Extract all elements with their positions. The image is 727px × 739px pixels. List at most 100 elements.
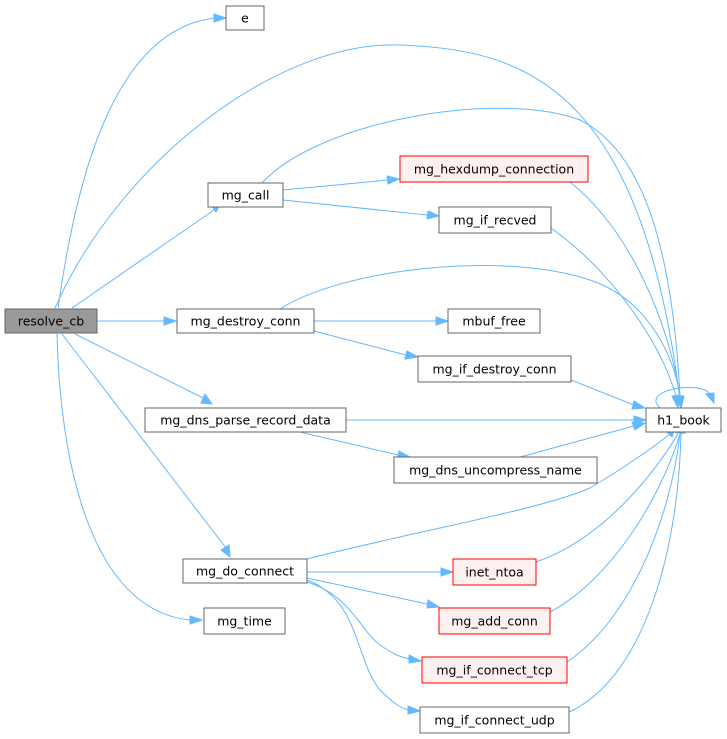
edge-line bbox=[549, 433, 681, 613]
edge-line bbox=[306, 433, 671, 560]
edge-mg-if-destroy-conn-to-h1-book bbox=[570, 379, 647, 410]
edge-mg-dns-parse-record-data-to-mg-dns-uncompress-name bbox=[299, 431, 412, 460]
node-mg-hexdump-connection[interactable]: mg_hexdump_connection bbox=[399, 155, 589, 183]
edge-arrowhead bbox=[407, 705, 422, 715]
edge-arrowhead bbox=[220, 544, 231, 559]
edge-mg-do-connect-to-h1-book bbox=[306, 423, 677, 560]
edge-mg-destroy-conn-to-h1-book bbox=[279, 265, 685, 410]
edge-resolve-cb-to-mg-time bbox=[56, 333, 204, 625]
node-box[interactable] bbox=[419, 706, 570, 734]
node-mg-do-connect[interactable]: mg_do_connect bbox=[182, 558, 308, 584]
edge-mg-destroy-conn-to-mbuf-free bbox=[314, 316, 450, 326]
node-box[interactable] bbox=[421, 656, 568, 684]
node-box[interactable] bbox=[417, 355, 572, 383]
node-mg-call[interactable]: mg_call bbox=[207, 182, 284, 208]
edge-mg-do-connect-to-inet-ntoa bbox=[307, 567, 455, 577]
node-box[interactable] bbox=[447, 308, 541, 334]
edge-resolve-cb-to-e bbox=[57, 13, 228, 309]
edge-line bbox=[282, 179, 389, 191]
node-label: mg_dns_parse_record_data bbox=[160, 413, 331, 428]
edge-line bbox=[61, 333, 227, 549]
edge-resolve-cb-to-h1-book bbox=[54, 44, 685, 410]
edge-line bbox=[306, 577, 428, 605]
node-mg-if-destroy-conn[interactable]: mg_if_destroy_conn bbox=[417, 355, 572, 383]
nodes-layer: resolve_cb e mg_call mg_hexdump_connectionm… bbox=[4, 5, 722, 734]
edge-line bbox=[279, 265, 681, 397]
edge-line bbox=[71, 209, 215, 309]
node-label: mg_dns_uncompress_name bbox=[409, 463, 582, 478]
node-mbuf-free[interactable]: mbuf_free bbox=[447, 308, 541, 334]
node-mg-dns-uncompress-name[interactable]: mg_dns_uncompress_name bbox=[393, 456, 598, 484]
edge-line bbox=[535, 433, 679, 563]
node-box[interactable] bbox=[438, 206, 552, 234]
node-label: mg_if_destroy_conn bbox=[432, 362, 556, 377]
edge-line bbox=[550, 227, 677, 397]
node-mg-if-recved[interactable]: mg_if_recved bbox=[438, 206, 552, 234]
edge-line bbox=[568, 433, 682, 713]
edge-arrowhead bbox=[200, 392, 214, 405]
node-box[interactable] bbox=[144, 407, 347, 433]
node-label: mg_call bbox=[222, 188, 270, 203]
edge-line bbox=[570, 379, 635, 406]
node-resolve-cb[interactable]: resolve_cb bbox=[4, 308, 98, 334]
edge-line bbox=[519, 425, 635, 458]
node-box[interactable] bbox=[438, 607, 551, 635]
edge-mg-call-to-mg-hexdump-connection bbox=[282, 175, 401, 191]
node-mg-if-connect-tcp[interactable]: mg_if_connect_tcp bbox=[421, 656, 568, 684]
edge-line bbox=[655, 386, 711, 409]
node-box[interactable] bbox=[393, 456, 598, 484]
edge-mg-hexdump-connection-to-h1-book bbox=[569, 181, 685, 410]
node-box[interactable] bbox=[399, 155, 589, 183]
node-inet-ntoa[interactable]: inet_ntoa bbox=[452, 558, 537, 586]
node-mg-if-connect-udp[interactable]: mg_if_connect_udp bbox=[419, 706, 570, 734]
edge-mg-destroy-conn-to-mg-if-destroy-conn bbox=[313, 330, 420, 360]
node-label: mg_do_connect bbox=[196, 564, 294, 579]
node-h1-book[interactable]: h1_book bbox=[645, 407, 722, 433]
node-box[interactable] bbox=[645, 407, 722, 433]
edge-arrowhead bbox=[404, 350, 420, 360]
edge-mg-do-connect-to-mg-if-connect-tcp bbox=[306, 581, 423, 664]
node-box[interactable] bbox=[182, 558, 308, 584]
edge-arrowhead bbox=[631, 400, 647, 410]
edge-line bbox=[306, 581, 411, 660]
edge-line bbox=[261, 107, 681, 397]
edge-line bbox=[566, 433, 681, 663]
node-mg-dns-parse-record-data[interactable]: mg_dns_parse_record_data bbox=[144, 407, 347, 433]
edge-arrowhead bbox=[675, 395, 685, 410]
node-mg-time[interactable]: mg_time bbox=[203, 607, 286, 635]
edge-line bbox=[282, 199, 428, 216]
edge-mg-dns-uncompress-name-to-h1-book bbox=[519, 421, 647, 458]
edge-line bbox=[74, 333, 206, 400]
node-e[interactable]: e bbox=[225, 5, 265, 31]
node-label: mg_if_connect_udp bbox=[434, 713, 554, 728]
node-box[interactable] bbox=[225, 5, 265, 31]
edge-resolve-cb-to-mg-do-connect bbox=[61, 333, 231, 559]
edge-line bbox=[56, 333, 191, 621]
node-box[interactable] bbox=[452, 558, 537, 586]
node-label: mg_if_recved bbox=[454, 213, 537, 228]
edge-arrowhead bbox=[704, 392, 715, 405]
node-box[interactable] bbox=[203, 607, 286, 635]
node-label: mg_add_conn bbox=[451, 614, 538, 629]
edge-line bbox=[306, 579, 409, 711]
node-label: mbuf_free bbox=[462, 314, 526, 329]
edge-arrowhead bbox=[386, 175, 401, 185]
edge-resolve-cb-to-mg-destroy-conn bbox=[97, 316, 178, 326]
edge-arrowhead bbox=[440, 567, 455, 577]
node-box[interactable] bbox=[176, 308, 315, 334]
node-box[interactable] bbox=[207, 182, 284, 208]
edge-resolve-cb-to-mg-call bbox=[71, 201, 222, 309]
edge-arrowhead bbox=[213, 13, 228, 23]
edges-layer bbox=[54, 13, 715, 715]
node-label: inet_ntoa bbox=[465, 565, 523, 580]
node-mg-destroy-conn[interactable]: mg_destroy_conn bbox=[176, 308, 315, 334]
node-mg-add-conn[interactable]: mg_add_conn bbox=[438, 607, 551, 635]
edge-arrowhead bbox=[189, 615, 204, 625]
node-label: h1_book bbox=[657, 413, 710, 428]
edge-mg-add-conn-to-h1-book bbox=[549, 418, 685, 613]
edge-line bbox=[57, 17, 216, 309]
edge-line bbox=[299, 431, 399, 456]
edge-line bbox=[54, 44, 681, 401]
node-box[interactable] bbox=[4, 308, 98, 334]
edge-arrowhead bbox=[163, 316, 178, 326]
